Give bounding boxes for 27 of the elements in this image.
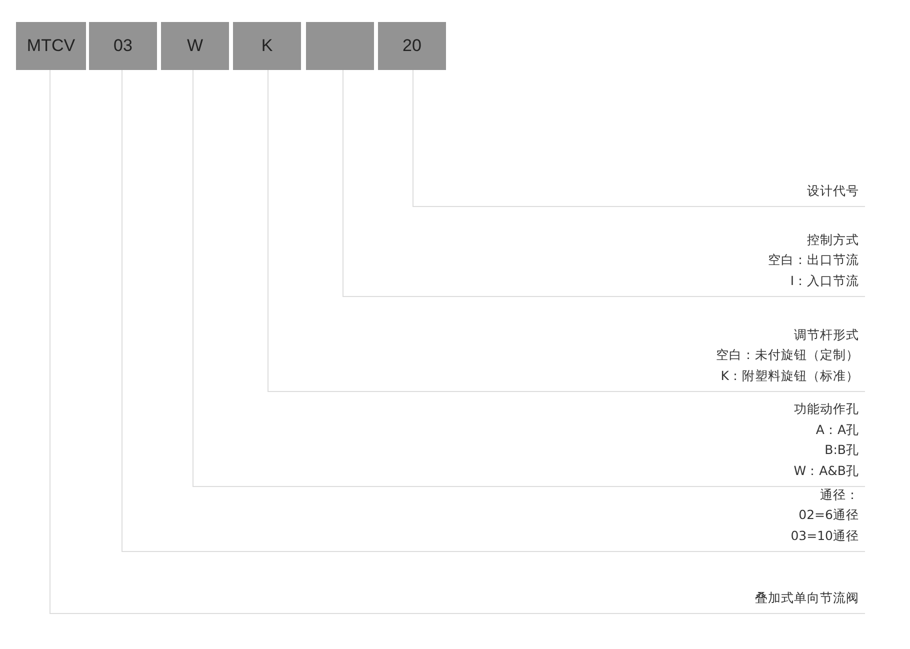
code-box: 03 [89, 22, 157, 70]
leader-line [122, 70, 600, 552]
description-text: 功能动作孔 [793, 400, 859, 418]
description-text: 通径： [819, 486, 859, 504]
leader-line [268, 70, 600, 392]
leader-line [192, 70, 600, 487]
description-text: K：附塑料旋钮（标准） [720, 366, 859, 384]
code-box [306, 22, 374, 70]
description-text: 控制方式 [806, 230, 859, 248]
leader-line [50, 70, 600, 614]
leader-line [342, 70, 600, 297]
code-box: W [161, 22, 229, 70]
description-text: A：A孔 [814, 420, 859, 438]
description-text: 叠加式单向节流阀 [754, 588, 859, 606]
description-text: 02=6通径 [798, 506, 859, 524]
description-text: B:B孔 [824, 441, 859, 459]
description-text: 空白：未付旋钮（定制） [715, 346, 859, 364]
description-text: 调节杆形式 [793, 326, 859, 344]
description-text: 03=10通径 [790, 526, 859, 544]
description-text: W：A&B孔 [792, 462, 859, 480]
code-box: K [233, 22, 301, 70]
description-text: 空白：出口节流 [767, 251, 859, 269]
code-box: MTCV [16, 22, 86, 70]
code-box: 20 [378, 22, 446, 70]
leader-line [412, 70, 600, 207]
description-text: I：入口节流 [789, 272, 859, 290]
description-text: 设计代号 [806, 182, 859, 200]
